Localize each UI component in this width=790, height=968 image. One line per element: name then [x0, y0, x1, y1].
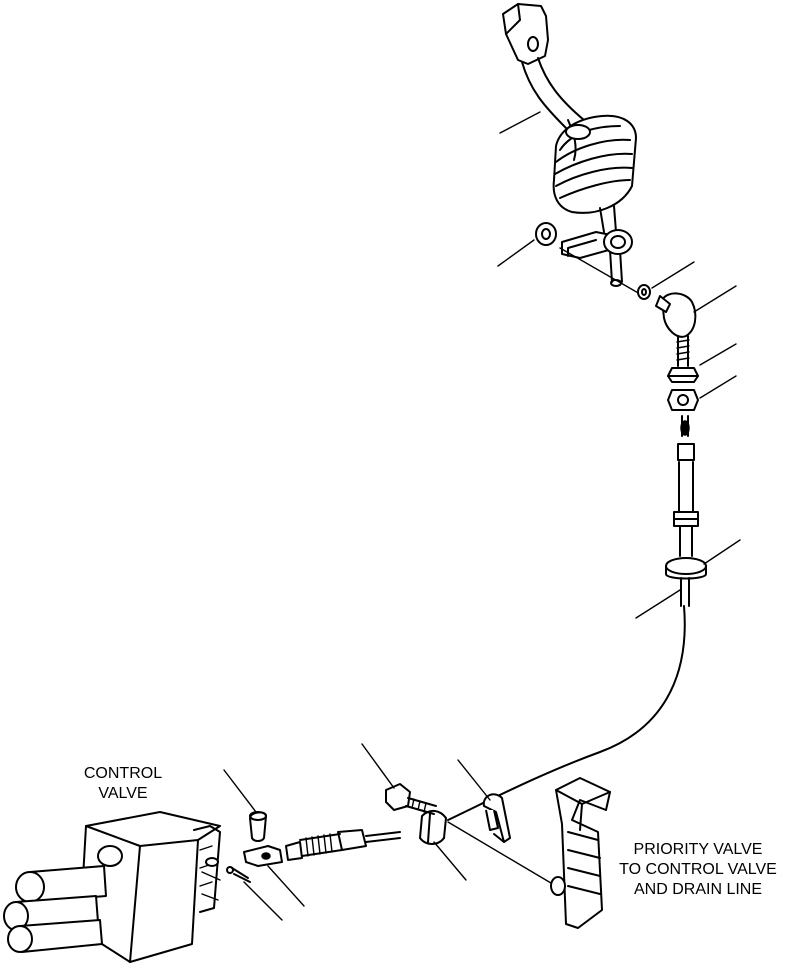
cable-clamp-lower	[419, 810, 447, 845]
control-valve-label-line2: VALVE	[98, 785, 148, 802]
clevis	[243, 845, 283, 867]
control-valve-label-line1: CONTROL	[83, 765, 163, 782]
lever-bracket	[561, 229, 633, 259]
clamp-bolt	[385, 783, 437, 815]
jam-nut	[667, 367, 699, 383]
clevis-pin	[249, 811, 267, 842]
priority-line	[447, 821, 557, 887]
lever-boot	[552, 114, 637, 214]
priority-valve	[550, 777, 611, 929]
control-valve-label: CONTROL VALVE	[70, 764, 176, 804]
priority-valve-label: PRIORITY VALVE TO CONTROL VALVE AND DRAI…	[608, 840, 788, 900]
hex-nut	[667, 389, 699, 411]
control-valve-body	[79, 811, 221, 963]
cotter-pin	[226, 866, 251, 883]
valve-spools	[3, 865, 107, 953]
ball-joint	[655, 292, 697, 338]
priority-valve-label-line3: AND DRAIN LINE	[633, 881, 763, 898]
cable-grommet	[665, 557, 707, 607]
cable-upper-end	[673, 415, 699, 557]
cable-clamp-upper	[482, 793, 511, 843]
priority-valve-label-line2: TO CONTROL VALVE	[619, 861, 777, 878]
pivot-axis-line	[559, 247, 641, 295]
cable-lower-end	[285, 829, 401, 861]
threaded-rod-upper	[676, 335, 690, 367]
washer	[637, 284, 651, 300]
leader-lines	[223, 111, 741, 921]
control-lever	[502, 3, 585, 129]
priority-valve-label-line1: PRIORITY VALVE	[633, 841, 763, 858]
lock-nut-top	[535, 222, 557, 246]
